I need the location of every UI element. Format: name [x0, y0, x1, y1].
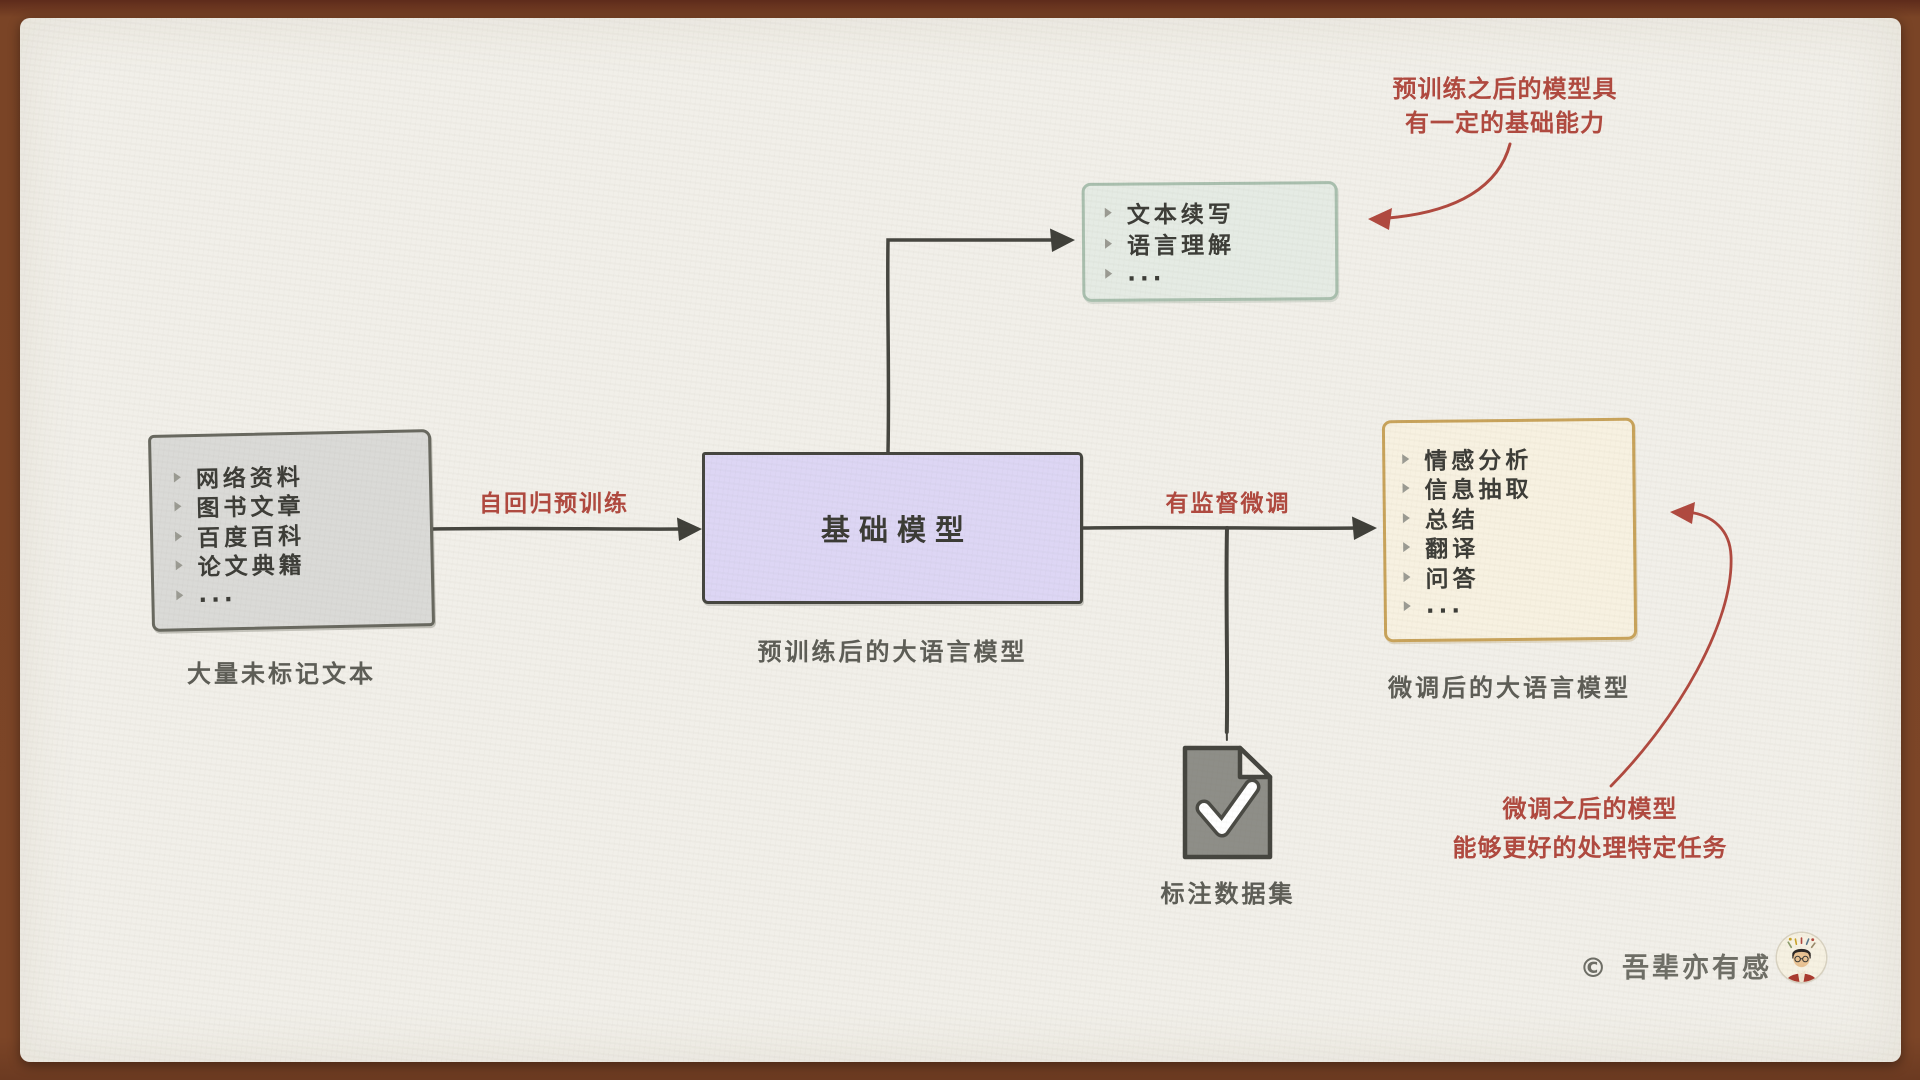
annotation-line: 有一定的基础能力 [1405, 109, 1605, 137]
bullet-icon [1403, 601, 1411, 612]
bullet-icon [1104, 238, 1113, 249]
sft-arrow-label: 有监督微调 [1165, 491, 1291, 517]
list-item: ... [1403, 589, 1634, 621]
elbow-arrow [886, 238, 1058, 454]
unlabeled-text-caption: 大量未标记文本 [187, 660, 376, 688]
sft-arrow [1080, 525, 1360, 741]
annotation-pretrain: 预训练之后的模型具 有一定的基础能力 [1365, 72, 1645, 140]
list-item: 信息抽取 [1402, 471, 1632, 504]
note-top-curve [1386, 142, 1512, 220]
pretrain-arrow [430, 526, 684, 531]
paper-canvas: 网络资料 图书文章 百度百科 论文典籍 ... 大量未标记文本 基础模型 预训练… [20, 18, 1901, 1062]
avatar-illustration-icon [1777, 933, 1826, 982]
elbow-arrowhead-icon [1050, 228, 1075, 252]
bullet-icon [173, 472, 181, 483]
finetuned-model-caption: 微调后的大语言模型 [1388, 674, 1631, 702]
bullet-icon [1104, 207, 1112, 218]
list-item: 总结 [1402, 501, 1633, 534]
bullet-icon [176, 590, 184, 601]
list-item: 情感分析 [1402, 442, 1632, 475]
dataset-caption: 标注数据集 [1160, 880, 1296, 908]
base-model-title: 基础模型 [820, 513, 973, 547]
bullet-icon [175, 560, 183, 571]
bullet-icon [1402, 453, 1410, 464]
base-capabilities-box: 文本续写 语言理解 ... [1081, 181, 1339, 302]
finetuned-capabilities-box: 情感分析 信息抽取 总结 翻译 问答 ... [1381, 417, 1638, 643]
annotation-line: 预训练之后的模型具 [1392, 75, 1618, 103]
note-bottom-arrowhead-icon [1670, 502, 1695, 524]
list-item: 翻译 [1403, 530, 1633, 563]
list-item: 语言理解 [1104, 227, 1335, 259]
bullet-icon [1402, 512, 1410, 523]
bullet-icon [1403, 571, 1411, 582]
bullet-icon [1403, 542, 1411, 553]
base-model-caption: 预训练后的大语言模型 [757, 638, 1028, 666]
annotation-finetune: 微调之后的模型 能够更好的处理特定任务 [1430, 790, 1750, 868]
bullet-icon [174, 501, 182, 512]
credit-text: © 吾辈亦有感 [1579, 953, 1772, 984]
document-check-icon [1182, 745, 1273, 860]
pretrain-arrowhead-icon [677, 517, 702, 541]
base-capabilities-list: 文本续写 语言理解 ... [1085, 184, 1336, 289]
base-model-box: 基础模型 [702, 452, 1083, 604]
list-item: 问答 [1403, 560, 1633, 593]
sft-arrowhead-icon [1352, 516, 1377, 540]
finetuned-capabilities-list: 情感分析 信息抽取 总结 翻译 问答 ... [1385, 421, 1634, 622]
unlabeled-text-box: 网络资料 图书文章 百度百科 论文典籍 ... [147, 429, 436, 632]
unlabeled-text-list: 网络资料 图书文章 百度百科 论文典籍 ... [151, 432, 432, 610]
bullet-icon [1402, 483, 1410, 494]
bullet-icon [174, 531, 183, 542]
author-avatar [1777, 933, 1826, 982]
pretrain-arrow-label: 自回归预训练 [479, 491, 629, 517]
list-item: ... [1105, 257, 1335, 289]
note-top-arrowhead-icon [1368, 208, 1392, 230]
bullet-icon [1105, 268, 1113, 279]
annotation-line: 微调之后的模型 [1502, 795, 1678, 823]
annotation-line: 能够更好的处理特定任务 [1452, 834, 1728, 862]
list-item: 文本续写 [1104, 196, 1335, 229]
